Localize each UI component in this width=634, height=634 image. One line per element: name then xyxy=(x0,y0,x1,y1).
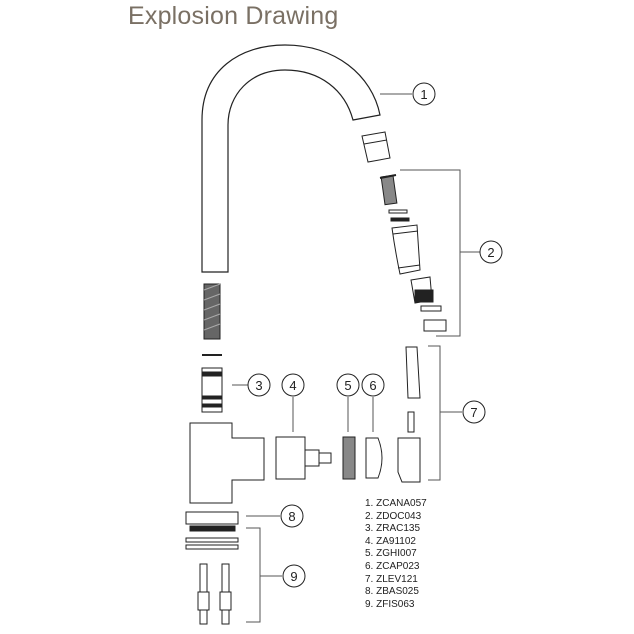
parts-list-item: 9. ZFIS063 xyxy=(365,598,415,610)
base-part xyxy=(185,511,239,532)
pull-out-spray-parts xyxy=(379,174,447,332)
hose-part xyxy=(203,283,221,340)
faucet-body-part xyxy=(189,422,265,504)
svg-text:5: 5 xyxy=(344,378,351,393)
parts-list: 1. ZCANA057 2. ZDOC043 3. ZRAC135 4. ZA9… xyxy=(365,498,427,611)
parts-list-item: 7. ZLEV121 xyxy=(365,573,418,585)
callout-1: 1 xyxy=(412,82,436,106)
parts-list-item: 6. ZCAP023 xyxy=(365,560,420,572)
spout-part xyxy=(201,44,381,273)
callout-2: 2 xyxy=(479,240,503,264)
leader-lines xyxy=(232,93,480,623)
svg-text:7: 7 xyxy=(470,405,477,420)
svg-text:6: 6 xyxy=(369,378,376,393)
callouts: 1 2 3 4 5 6 7 8 9 xyxy=(247,82,503,588)
callout-8: 8 xyxy=(280,504,304,528)
svg-text:1: 1 xyxy=(420,87,427,102)
parts-list-item: 3. ZRAC135 xyxy=(365,523,421,535)
cap-part xyxy=(365,437,383,479)
parts-list-item: 5. ZGHI007 xyxy=(365,548,417,560)
svg-text:9: 9 xyxy=(290,569,297,584)
page-title: Explosion Drawing xyxy=(128,2,339,30)
cartridge-part xyxy=(275,436,332,480)
callout-4: 4 xyxy=(281,373,305,397)
parts-list-item: 2. ZDOC043 xyxy=(365,510,422,522)
ring-nut-part xyxy=(342,436,356,480)
fixing-kit-part xyxy=(185,537,239,625)
callout-6: 6 xyxy=(361,373,385,397)
aerator-nut-part xyxy=(361,131,391,163)
callout-7: 7 xyxy=(462,400,486,424)
lever-part xyxy=(397,346,421,483)
parts-list-item: 4. ZA91102 xyxy=(365,535,416,547)
svg-text:2: 2 xyxy=(487,245,494,260)
svg-text:3: 3 xyxy=(255,378,262,393)
parts-list-item: 1. ZCANA057 xyxy=(365,498,427,509)
connector-part xyxy=(201,354,223,413)
svg-text:8: 8 xyxy=(288,509,295,524)
callout-5: 5 xyxy=(336,373,360,397)
callout-3: 3 xyxy=(247,373,271,397)
parts-list-item: 8. ZBAS025 xyxy=(365,586,419,598)
callout-9: 9 xyxy=(282,564,306,588)
svg-text:4: 4 xyxy=(289,378,296,393)
